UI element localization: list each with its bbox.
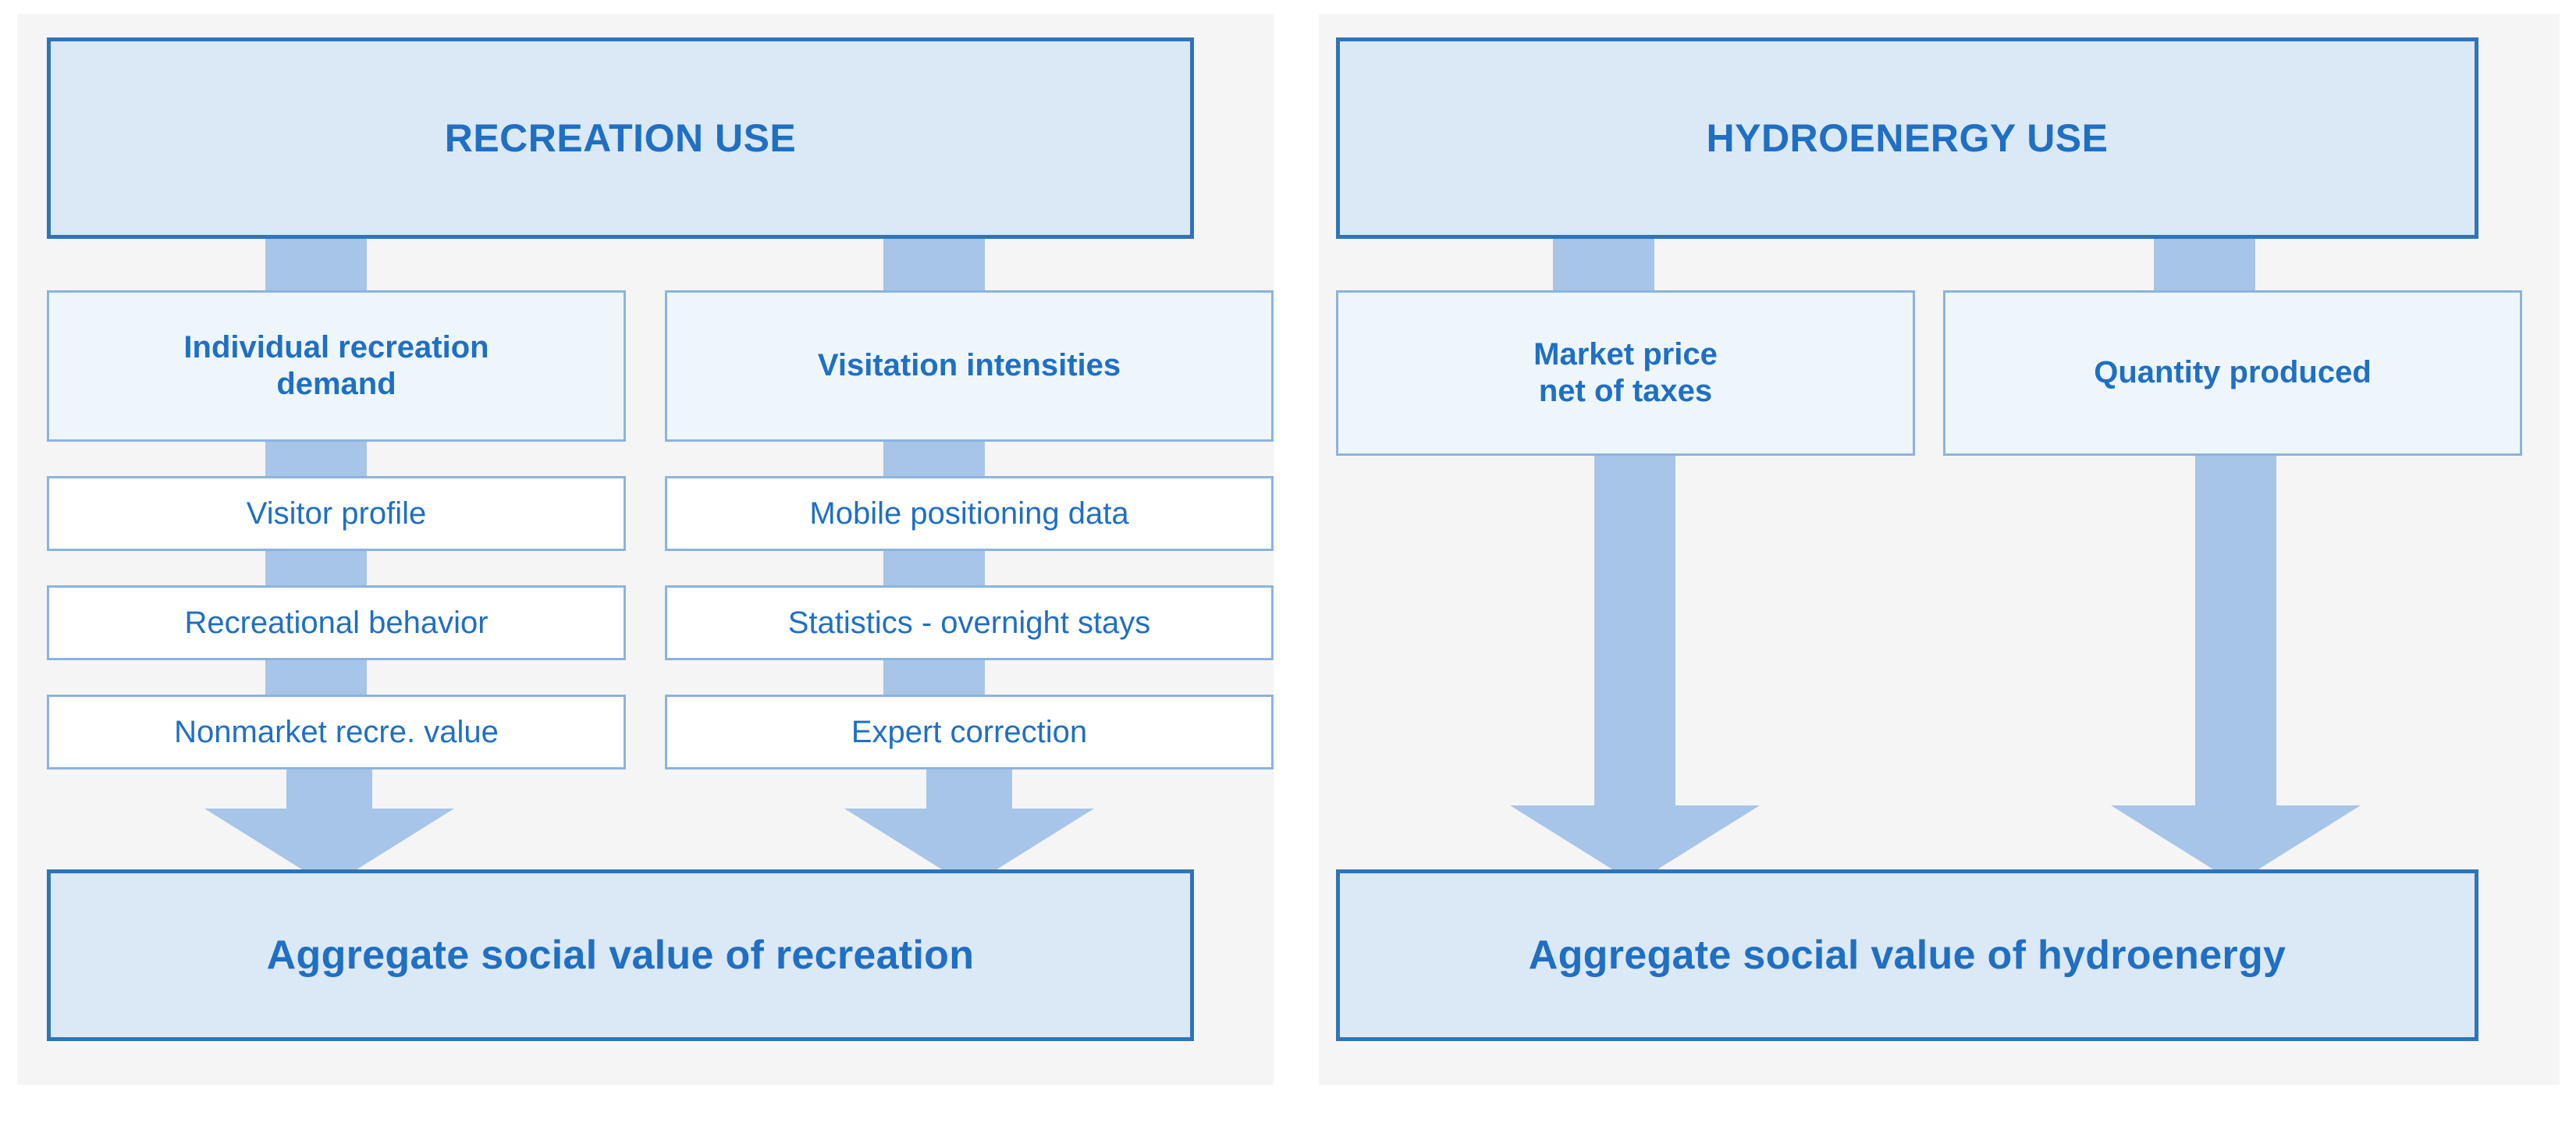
- connector-visitor-profile-to-recreational-behavior: [265, 551, 367, 585]
- connector-header-to-quantity-produced: [2154, 239, 2255, 290]
- leaf-box-label: Statistics - overnight stays: [787, 605, 1151, 640]
- mid-box-label-line1: Individual recreation: [183, 329, 489, 364]
- connector-header-to-individual-demand: [265, 239, 367, 290]
- connector-statistics-to-expert-correction: [883, 660, 985, 695]
- arrow-down-individual-demand-to-aggregate: [204, 768, 454, 887]
- mid-box-quantity-produced: Quantity produced: [1943, 290, 2522, 456]
- mid-box-market-price-net-of-taxes: Market price net of taxes: [1336, 290, 1915, 456]
- leaf-box-statistics-overnight-stays: Statistics - overnight stays: [665, 585, 1274, 660]
- connector-recreational-behavior-to-nonmarket-value: [265, 660, 367, 695]
- mid-box-label-line1: Market price: [1533, 336, 1718, 371]
- panel-hydroenergy-use: HYDROENERGY USE Market price net of taxe…: [1319, 14, 2560, 1085]
- leaf-box-label: Nonmarket recre. value: [174, 714, 499, 749]
- mid-box-label-line2: demand: [276, 367, 396, 401]
- header-box-recreation-use: RECREATION USE: [47, 37, 1194, 239]
- connector-demand-to-visitor-profile: [265, 442, 367, 476]
- leaf-box-label: Expert correction: [851, 714, 1088, 749]
- aggregate-box-recreation: Aggregate social value of recreation: [47, 869, 1194, 1041]
- mid-box-individual-recreation-demand: Individual recreation demand: [47, 290, 626, 442]
- leaf-box-label: Mobile positioning data: [809, 496, 1129, 531]
- leaf-box-visitor-profile: Visitor profile: [47, 476, 626, 551]
- mid-box-visitation-intensities: Visitation intensities: [665, 290, 1274, 442]
- connector-visitation-to-mobile-data: [883, 442, 985, 476]
- leaf-box-recreational-behavior: Recreational behavior: [47, 585, 626, 660]
- connector-mobile-data-to-statistics: [883, 551, 985, 585]
- panel-recreation-use: RECREATION USE Individual recreation dem…: [17, 14, 1274, 1085]
- aggregate-box-label: Aggregate social value of recreation: [266, 933, 975, 978]
- header-box-label: HYDROENERGY USE: [1706, 116, 2109, 160]
- connector-header-to-market-price: [1553, 239, 1654, 290]
- header-box-hydroenergy-use: HYDROENERGY USE: [1336, 37, 2478, 239]
- aggregate-box-hydroenergy: Aggregate social value of hydroenergy: [1336, 869, 2478, 1041]
- leaf-box-nonmarket-recreation-value: Nonmarket recre. value: [47, 695, 626, 770]
- mid-box-label-line2: net of taxes: [1538, 374, 1713, 408]
- leaf-box-mobile-positioning-data: Mobile positioning data: [665, 476, 1274, 551]
- header-box-label: RECREATION USE: [444, 116, 797, 160]
- arrow-down-market-price-to-aggregate: [1510, 456, 1760, 883]
- mid-box-label-line1: Visitation intensities: [817, 348, 1121, 383]
- leaf-box-expert-correction: Expert correction: [665, 695, 1274, 770]
- leaf-box-label: Visitor profile: [246, 496, 427, 531]
- mid-box-label-line1: Quantity produced: [2094, 355, 2372, 390]
- arrow-down-quantity-produced-to-aggregate: [2111, 456, 2361, 883]
- leaf-box-label: Recreational behavior: [184, 605, 489, 640]
- connector-header-to-visitation-intensities: [883, 239, 985, 290]
- aggregate-box-label: Aggregate social value of hydroenergy: [1528, 933, 2286, 978]
- arrow-down-visitation-intensities-to-aggregate: [844, 768, 1094, 887]
